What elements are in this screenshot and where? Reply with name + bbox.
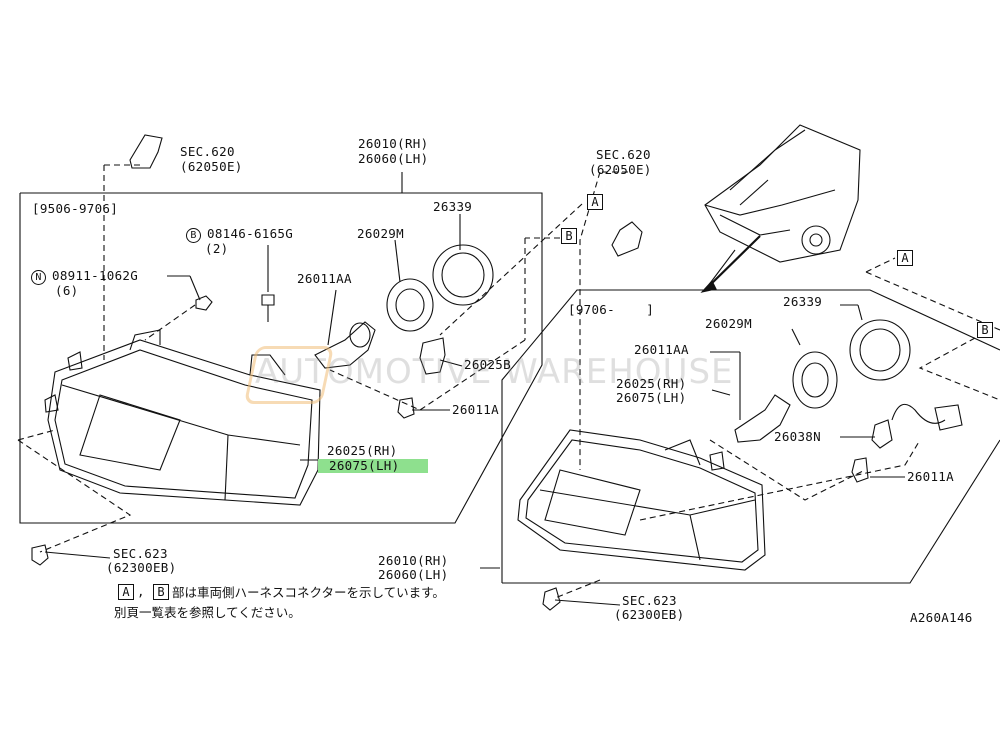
left-nut-qty: (6) <box>55 283 79 298</box>
left-sec623-label[interactable]: SEC.623 <box>113 546 168 561</box>
legend-line-2: 別頁一覧表を参照してください。 <box>114 605 301 620</box>
right-lens-lh-label[interactable]: 26075(LH) <box>616 390 687 405</box>
left-nut-partno[interactable]: 08911-1062G <box>52 268 139 283</box>
right-ref-box-a: A <box>897 250 913 266</box>
left-ref-box-a: A <box>587 194 603 210</box>
figure-code: A260A146 <box>910 610 973 625</box>
right-lens-rh-label[interactable]: 26025(RH) <box>616 376 687 391</box>
left-assy-rh[interactable]: 26010(RH) <box>358 136 429 151</box>
left-leaders <box>44 172 463 559</box>
right-sec623-label[interactable]: SEC.623 <box>622 593 677 608</box>
right-26038n-label[interactable]: 26038N <box>774 429 821 444</box>
right-26029m-label[interactable]: 26029M <box>705 316 752 331</box>
right-sec620-sub: (62050E) <box>589 162 652 177</box>
legend-box-a: A <box>118 584 134 600</box>
left-26029m-label[interactable]: 26029M <box>357 226 404 241</box>
right-components <box>542 221 963 611</box>
left-sec620-sub: (62050E) <box>180 159 243 174</box>
left-26339-label[interactable]: 26339 <box>433 199 473 214</box>
legend-line-1: 部は車両側ハーネスコネクターを示しています。 <box>172 585 445 600</box>
left-sec623-sub: (62300EB) <box>106 560 177 575</box>
left-headlamp-drawing <box>44 329 321 506</box>
left-nut-marker: N <box>31 269 46 285</box>
left-lens-rh-label[interactable]: 26025(RH) <box>327 443 398 458</box>
watermark-text: AUTOMOTIVE WAREHOUSE <box>255 352 734 392</box>
left-sec620-label[interactable]: SEC.620 <box>180 144 235 159</box>
left-26011a-label[interactable]: 26011A <box>452 402 499 417</box>
left-ref-box-b: B <box>561 228 577 244</box>
right-date-range: [9706- ] <box>568 302 655 317</box>
right-leaders <box>480 249 905 606</box>
right-26011a-label[interactable]: 26011A <box>907 469 954 484</box>
right-ref-box-b: B <box>977 322 993 338</box>
right-sec623-sub: (62300EB) <box>614 607 685 622</box>
left-bolt-marker: B <box>186 227 201 243</box>
right-26011aa-label[interactable]: 26011AA <box>634 342 689 357</box>
left-dashed-leaders <box>17 164 583 553</box>
left-lens-lh-label-highlighted[interactable]: 26075(LH) <box>318 459 428 473</box>
legend-comma: , <box>137 584 145 599</box>
right-26339-label[interactable]: 26339 <box>783 294 823 309</box>
right-assy-rh[interactable]: 26010(RH) <box>378 553 449 568</box>
right-frame <box>501 289 1000 584</box>
left-assy-lh[interactable]: 26060(LH) <box>358 151 429 166</box>
legend-box-b: B <box>153 584 169 600</box>
left-26025b-label[interactable]: 26025B <box>464 357 511 372</box>
right-sec620-label[interactable]: SEC.620 <box>596 147 651 162</box>
left-frame <box>19 192 543 524</box>
car-outline-drawing <box>704 124 861 263</box>
left-bolt-qty: (2) <box>205 241 229 256</box>
right-headlamp-drawing <box>517 429 766 571</box>
right-assy-lh[interactable]: 26060(LH) <box>378 567 449 582</box>
left-bolt-partno[interactable]: 08146-6165G <box>207 226 294 241</box>
left-date-range: [9506-9706] <box>32 201 119 216</box>
left-26011aa-label[interactable]: 26011AA <box>297 271 352 286</box>
left-components <box>31 134 494 566</box>
